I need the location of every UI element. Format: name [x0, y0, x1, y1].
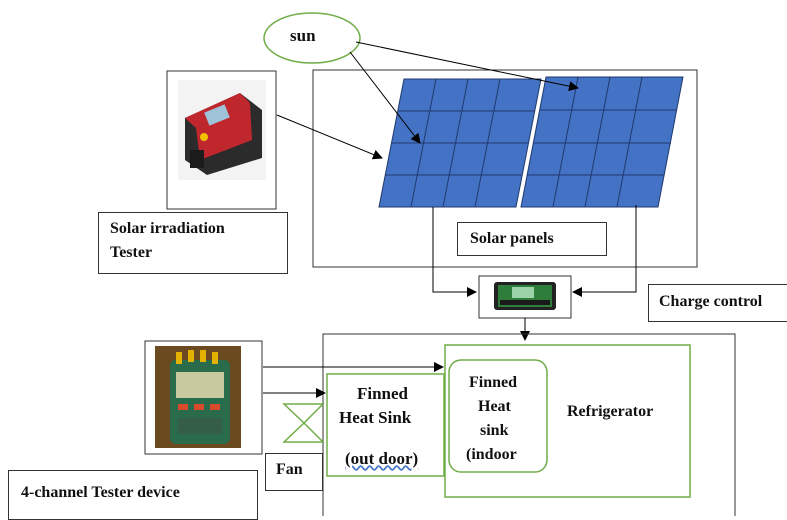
- fan-symbol: [282, 403, 325, 443]
- outdoor-heat-sink-box: [326, 373, 445, 477]
- charge-control-label-box: [648, 284, 787, 322]
- indoor-heat-sink-box: [448, 359, 548, 473]
- solar-tester-label-line1: Solar irradiation: [110, 220, 225, 237]
- solar-panels-label: Solar panels: [470, 230, 554, 247]
- solar-panel-left: [378, 78, 542, 208]
- solar-tester-label-line2: Tester: [110, 244, 153, 261]
- indoor-sink-line2: Heat: [478, 398, 511, 415]
- indoor-sink-line4: (indoor: [466, 446, 517, 463]
- indoor-sink-line1: Finned: [469, 374, 518, 391]
- charge-control-label: Charge control: [659, 293, 763, 310]
- outdoor-sink-line1: Finned: [357, 384, 409, 403]
- outdoor-sink-line3: (out door): [345, 449, 419, 468]
- solar-panel-frame: [312, 69, 698, 268]
- tester-device-label-box: [8, 470, 258, 520]
- system-frame: [322, 333, 736, 516]
- solar-tester-label-box: [98, 212, 288, 274]
- fan-label: Fan: [276, 461, 303, 478]
- sun-label: sun: [290, 26, 316, 45]
- refrigerator-label: Refrigerator: [567, 403, 654, 420]
- sun-ellipse: [263, 12, 361, 64]
- solar-panels-label-box: [457, 222, 607, 256]
- charge-controller-image: [494, 282, 556, 310]
- fan-label-box: [265, 453, 323, 491]
- outdoor-sink-line2: Heat Sink: [339, 408, 412, 427]
- channel-tester-device-image: [155, 346, 241, 448]
- indoor-sink-line3: sink: [480, 422, 509, 439]
- solar-tester-device-image: [178, 80, 266, 180]
- solar-panel-right: [520, 76, 684, 208]
- tester-device-label: 4-channel Tester device: [21, 484, 180, 501]
